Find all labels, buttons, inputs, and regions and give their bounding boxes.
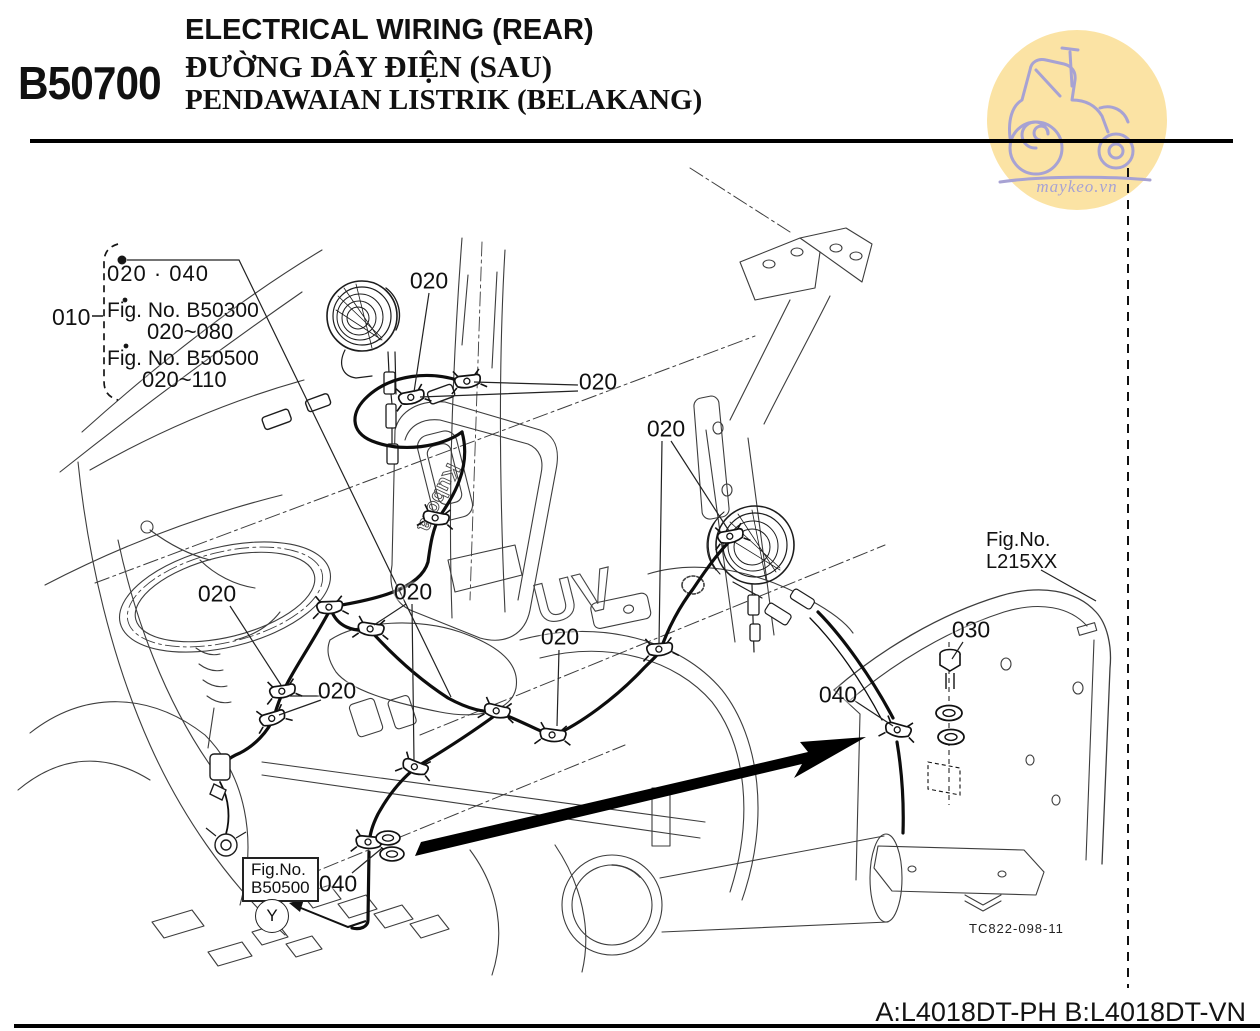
tractor-line-art: [17, 167, 1112, 976]
title-vi: ĐƯỜNG DÂY ĐIỆN (SAU): [185, 49, 553, 84]
watermark-logo: maykeo.vn: [987, 30, 1167, 210]
footer-rule: [14, 1024, 1260, 1028]
header-rule: [30, 139, 1233, 143]
title-en: ELECTRICAL WIRING (REAR): [185, 14, 594, 46]
fender-stamp-text: UV: [527, 555, 621, 638]
ref-group-bracket: [92, 243, 129, 401]
watermark-text: maykeo.vn: [1036, 177, 1117, 196]
direction-arrow: [415, 737, 866, 856]
connectors: [205, 383, 456, 857]
title-id: PENDAWAIAN LISTRIK (BELAKANG): [185, 84, 703, 116]
section-code: B50700: [18, 57, 162, 109]
rear-lamp-left: [326, 280, 401, 465]
wiring-harness: [216, 373, 905, 931]
bolt-030: [939, 648, 961, 689]
tractor-doodle-icon: maykeo.vn: [987, 30, 1167, 210]
section-titles: ELECTRICAL WIRING (REAR) ĐƯỜNG DÂY ĐIỆN …: [185, 16, 702, 115]
mounting-hardware: [375, 642, 965, 862]
y-marker-leader: [272, 885, 367, 929]
leader-lines: [127, 259, 1097, 874]
model-applicability: A:L4018DT-PH B:L4018DT-VN: [875, 997, 1246, 1027]
rear-lamp-right: [706, 505, 815, 653]
